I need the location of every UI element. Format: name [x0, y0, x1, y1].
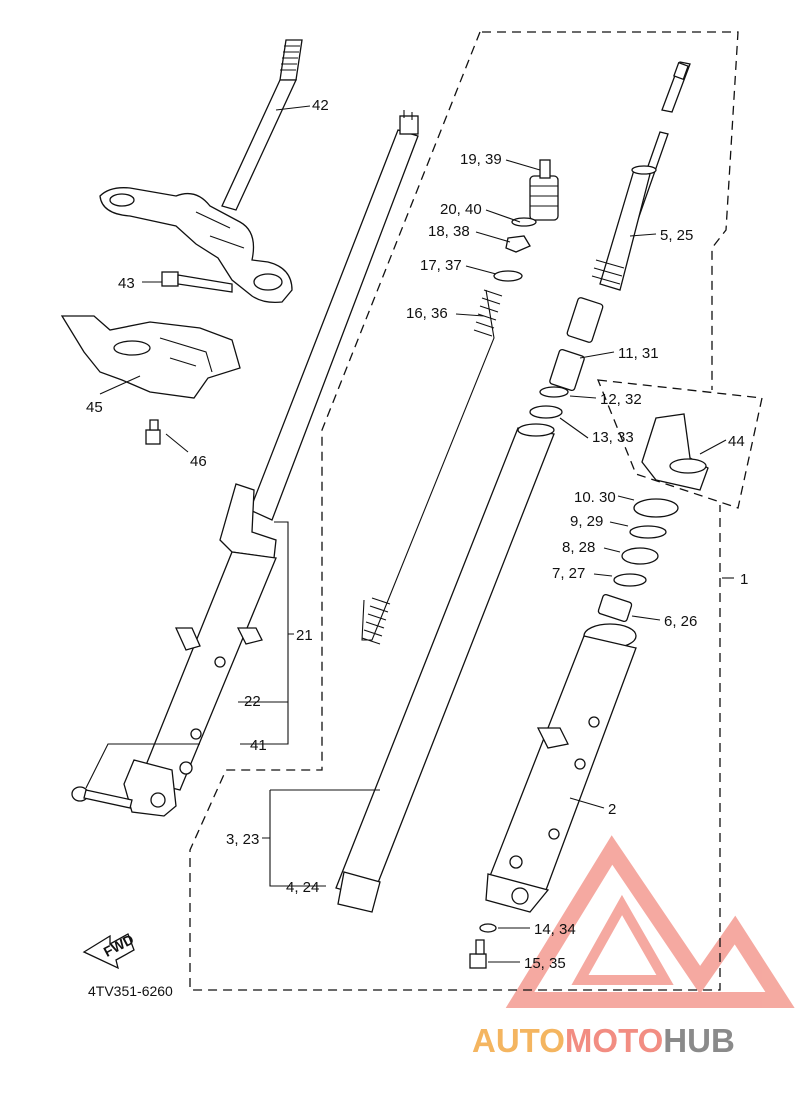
damper-rod-part [591, 61, 691, 291]
callout-44: 44 [728, 433, 745, 450]
steering-stem-part [99, 39, 303, 304]
callout-12-32: 12, 32 [600, 391, 642, 408]
clip-9-part [629, 525, 667, 539]
bolt-46-part [145, 419, 161, 445]
seal-10-part [633, 498, 679, 518]
bushing-11-part [549, 348, 585, 392]
damper-cap-part [529, 159, 559, 221]
washer-part [493, 270, 523, 282]
rebound-spring-part [566, 297, 604, 343]
callout-18-38: 18, 38 [428, 223, 470, 240]
callout-11-31: 11, 31 [618, 345, 659, 362]
bolt-43-part [161, 271, 233, 293]
watermark-moto: MOTO [565, 1022, 663, 1059]
ring-13-part [529, 405, 563, 419]
left-fork-assembly-part [123, 110, 419, 817]
watermark-hub: HUB [663, 1022, 735, 1059]
nut-part [505, 235, 531, 253]
callout-45: 45 [86, 399, 103, 416]
bushing-6-part [597, 593, 633, 623]
callout-41: 41 [250, 737, 267, 754]
watermark-text: AUTOMOTOHUB [472, 1022, 735, 1059]
watermark-logo-icon [505, 835, 795, 1008]
callout-42: 42 [312, 97, 329, 114]
callout-13-33: 13, 33 [592, 429, 634, 446]
bolt-41-part [71, 786, 133, 809]
callout-6-26: 6, 26 [664, 613, 697, 630]
callout-2: 2 [608, 801, 616, 818]
callout-7-27: 7, 27 [552, 565, 585, 582]
callout-14-34: 14, 34 [534, 921, 576, 938]
bolt-15-part [469, 939, 487, 969]
fork-spring-part [361, 289, 503, 645]
callout-20-40: 20, 40 [440, 201, 482, 218]
callout-9-29: 9, 29 [570, 513, 603, 530]
ring-12-part [539, 386, 569, 398]
dust-seal-44-part [641, 413, 709, 491]
watermark-auto: AUTO [472, 1022, 565, 1059]
assembly-boundary-right [596, 379, 763, 509]
callout-17-37: 17, 37 [420, 257, 462, 274]
washer-7-part [613, 573, 647, 587]
oil-seal-8-part [621, 547, 659, 565]
diagram-code: 4TV351-6260 [88, 983, 173, 999]
leader-lines [85, 105, 734, 963]
callout-19-39: 19, 39 [460, 151, 502, 168]
callout-8-28: 8, 28 [562, 539, 595, 556]
callout-3-23: 3, 23 [226, 831, 259, 848]
callout-16-36: 16, 36 [406, 305, 448, 322]
right-outer-leg-part [485, 623, 637, 913]
callout-43: 43 [118, 275, 135, 292]
assembly-boundary-left [189, 31, 739, 991]
callout-22: 22 [244, 693, 261, 710]
cover-45-part [60, 315, 241, 399]
callout-1: 1 [740, 571, 748, 588]
washer-14-part [479, 923, 497, 933]
callout-21: 21 [296, 627, 313, 644]
callout-46: 46 [190, 453, 207, 470]
callout-15-35: 15, 35 [524, 955, 566, 972]
callout-10-30: 10. 30 [574, 489, 616, 506]
inner-tube-part [335, 423, 555, 913]
o-ring-part [511, 217, 537, 227]
callout-4-24: 4, 24 [286, 879, 319, 896]
callout-5-25: 5, 25 [660, 227, 693, 244]
fwd-arrow-icon: FWD [82, 931, 136, 970]
